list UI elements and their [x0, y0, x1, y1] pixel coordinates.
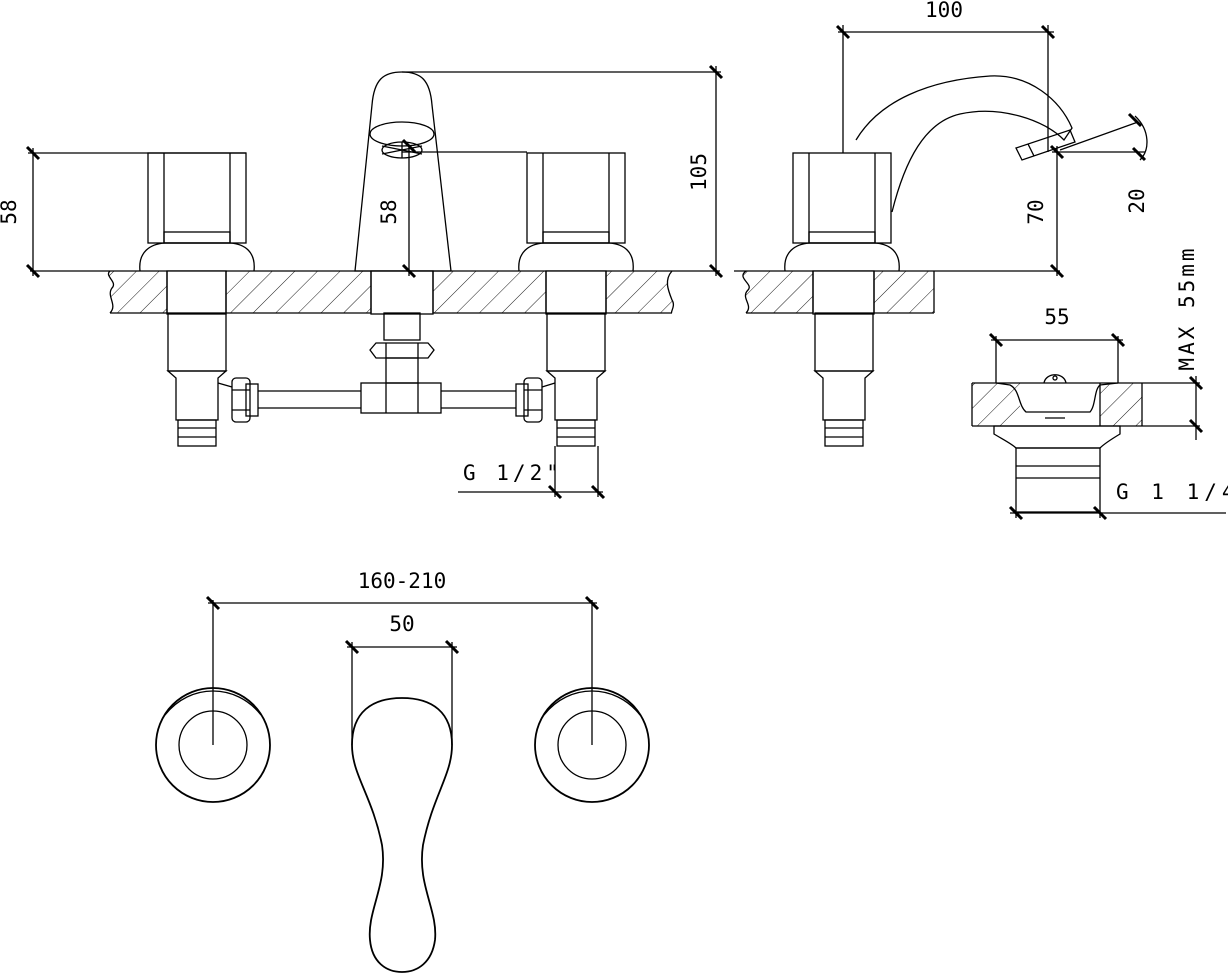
dim-spout-reach-label: 100: [925, 0, 963, 22]
dim-total-height-label: 105: [687, 153, 711, 191]
dim-waste-thread: G 1 1/4": [1008, 480, 1228, 521]
front-elevation: 58 58 105 G 1/2": [0, 64, 724, 500]
dim-max-thickness: MAX 55mm: [1142, 245, 1204, 440]
dim-spout-width-label: 50: [389, 612, 414, 636]
dim-centres-range-label: 160-210: [358, 569, 447, 593]
dim-spout-reach: 100: [835, 0, 1056, 153]
dim-max-thickness-label: MAX 55mm: [1175, 245, 1199, 370]
spout-plan: [351, 697, 453, 973]
dim-left-height-label: 58: [0, 199, 21, 224]
dim-side-height: 70: [1024, 144, 1145, 279]
dim-waste-thread-label: G 1 1/4": [1116, 480, 1228, 504]
dim-angle-label: 20: [1125, 188, 1149, 213]
dim-side-height-label: 70: [1024, 199, 1048, 224]
side-valve: [784, 152, 900, 447]
dim-inlet-thread: G 1/2": [458, 446, 606, 500]
dim-waste-width-label: 55: [1044, 305, 1069, 329]
dim-spout-width: 50: [344, 612, 460, 745]
dim-angle: 20: [1059, 112, 1149, 214]
waste-detail: 55 MAX 55mm G 1 1/4": [971, 245, 1228, 521]
left-valve-front: [139, 152, 255, 447]
dim-waste-width: 55: [988, 305, 1126, 383]
dim-inlet-thread-label: G 1/2": [463, 461, 563, 485]
dim-centres-range: 160-210: [205, 569, 600, 745]
side-spout: [855, 75, 1076, 213]
countertop-section: [30, 270, 720, 315]
spout-front: [354, 71, 452, 414]
dim-total-height: 105: [402, 64, 724, 279]
dim-spout-height-label: 58: [377, 199, 401, 224]
connecting-pipe: [217, 377, 556, 423]
right-valve-front: [518, 152, 634, 447]
side-countertop-section: [734, 270, 1060, 315]
dim-left-height: 58: [0, 145, 246, 279]
side-elevation: 100 70 20: [734, 0, 1149, 447]
dim-spout-height: 58: [377, 138, 527, 279]
plan-view: 160-210 50: [155, 569, 650, 973]
